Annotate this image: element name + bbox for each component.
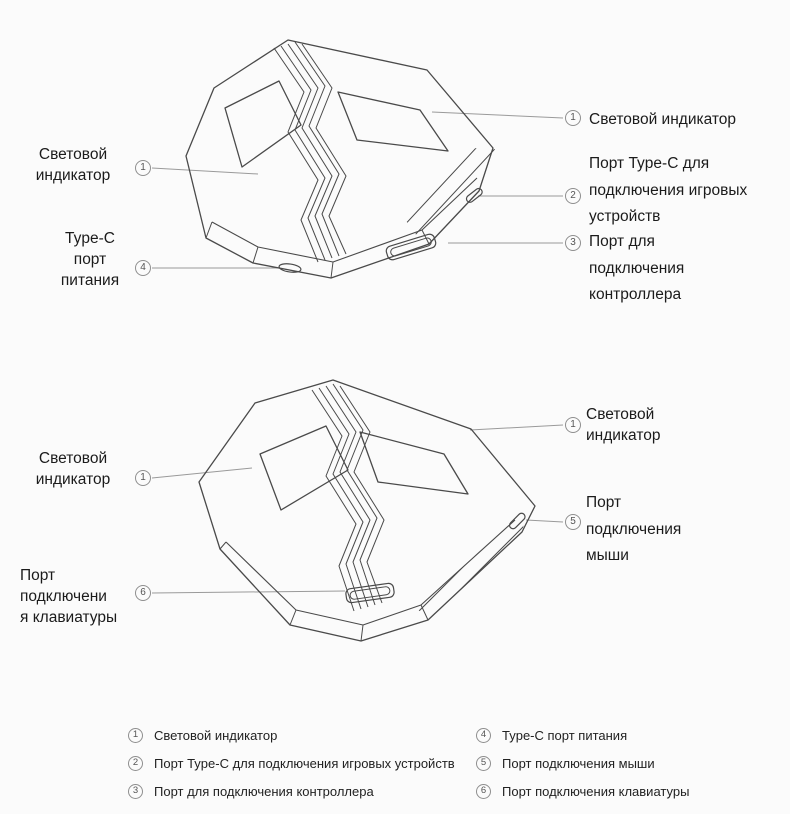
callout-power-port: Type-C порт питания [60,230,120,289]
callout-light-indicator-bottom-right: Световой индикатор [586,406,661,444]
left-panel-window [224,80,302,168]
legend-item-4: 4 Type-C порт питания [476,726,689,744]
callout-keyboard-port: Порт подключени я клавиатуры [20,567,118,626]
callout-number-2: 2 [565,188,581,204]
legend-item-6: 6 Порт подключения клавиатуры [476,782,689,800]
legend-number: 1 [128,727,143,743]
callout-light-indicator-bottom-left: Световой индикатор [35,450,111,488]
circuit-trace-decoration [311,383,385,612]
legend-number: 4 [476,727,491,743]
legend-item-2: 2 Порт Type-C для подключения игровых ус… [128,754,455,772]
right-panel-window [337,91,449,152]
legend-item-3: 3 Порт для подключения контроллера [128,782,455,800]
mouse-port-icon [508,512,526,530]
power-typec-port-icon [278,263,302,273]
callout-controller-port: Порт для подключения контроллера [589,233,685,303]
legend-label: Порт Type-C для подключения игровых устр… [154,755,455,771]
keyboard-port-icon [345,582,395,604]
device-body-outline [185,39,494,279]
device-top-view-illustration [165,28,505,295]
callout-number-5: 5 [565,514,581,530]
legend-label: Type-C порт питания [502,727,628,743]
legend-label: Порт подключения мыши [502,755,655,771]
legend-item-1: 1 Световой индикатор [128,726,455,744]
hatched-facet [401,148,495,236]
callout-number-1: 1 [565,110,581,126]
circuit-trace-decoration [273,41,347,263]
legend-label: Порт для подключения контроллера [154,783,374,799]
callout-number-1: 1 [135,470,151,486]
legend-column-left: 1 Световой индикатор 2 Порт Type-C для п… [128,726,455,810]
controller-port-icon [385,233,437,261]
legend-number: 3 [128,783,143,799]
callout-light-indicator-top-right: Световой индикатор [589,111,737,128]
legend-number: 5 [476,755,491,771]
gaming-typec-port-icon [465,187,483,203]
legend-number: 2 [128,755,143,771]
right-panel-window [359,431,469,495]
legend-item-5: 5 Порт подключения мыши [476,754,689,772]
legend-label: Порт подключения клавиатуры [502,783,690,799]
callout-mouse-port: Порт подключения мыши [586,494,682,564]
callout-light-indicator-top-left: Световой индикатор [35,146,111,184]
legend-column-right: 4 Type-C порт питания 5 Порт подключения… [476,726,689,810]
callout-number-6: 6 [135,585,151,601]
callout-number-4: 4 [135,260,151,276]
callout-gaming-device-port: Порт Type-C для подключения игровых устр… [589,155,748,225]
callout-number-1: 1 [135,160,151,176]
device-front-view-illustration [178,372,538,662]
left-panel-window [259,425,349,511]
callout-number-3: 3 [565,235,581,251]
legend-number: 6 [476,783,491,799]
legend-label: Световой индикатор [154,727,278,743]
callout-number-1: 1 [565,417,581,433]
device-body-outline [198,379,536,642]
